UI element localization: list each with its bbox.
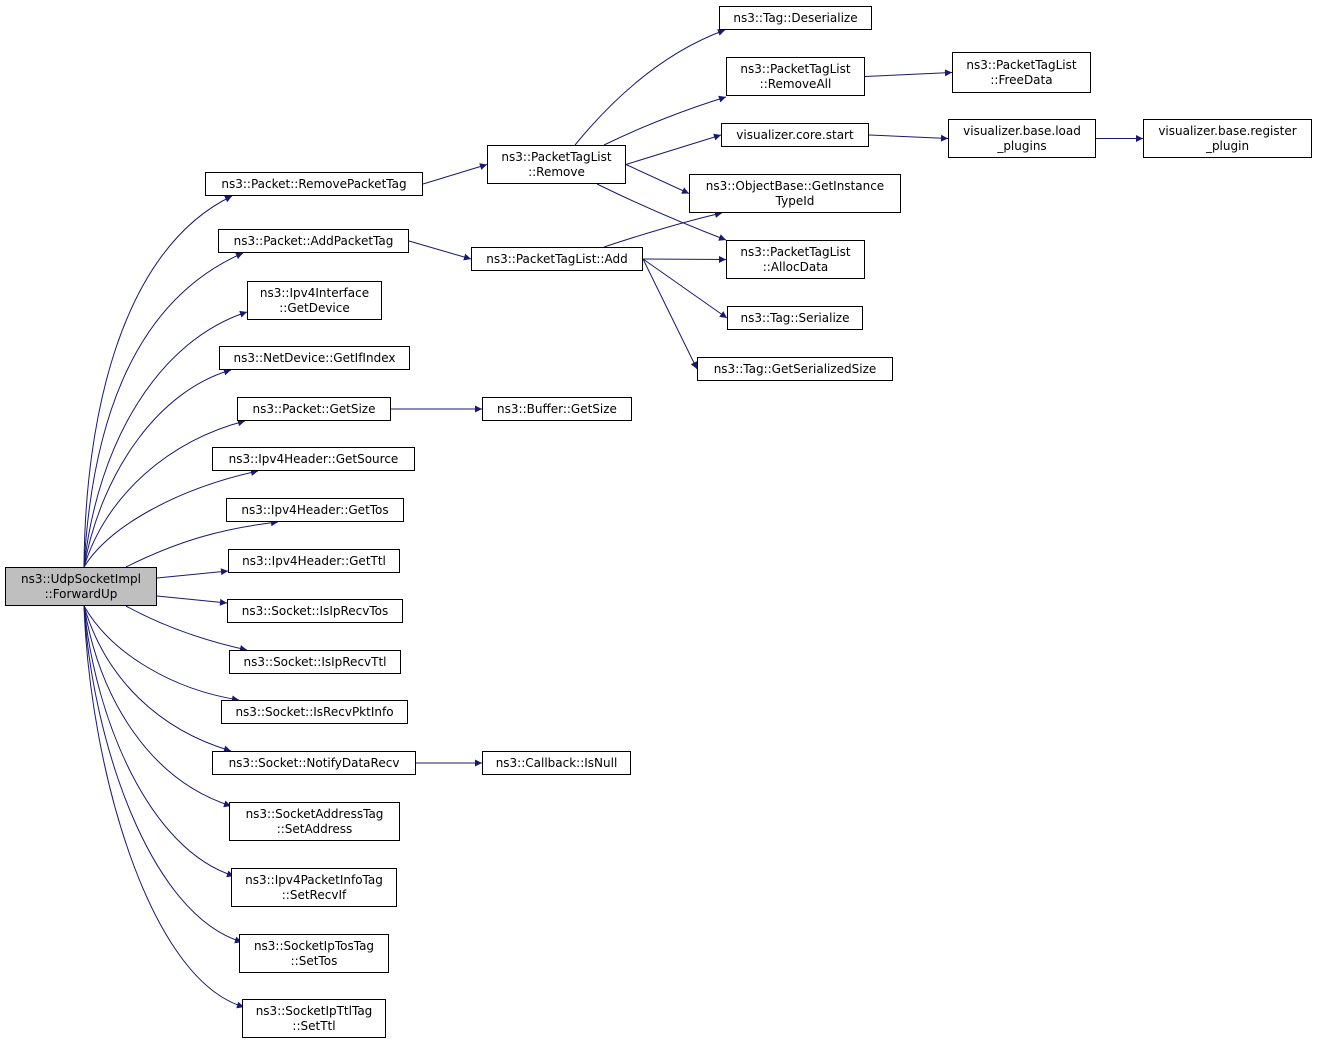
edge-root-to-packetGetSize [83, 419, 246, 568]
edge-root-to-getIfIndex [83, 368, 232, 568]
graph-node-vizLoadPlugins[interactable]: visualizer.base.load _plugins [948, 119, 1096, 158]
graph-node-ptlAdd[interactable]: ns3::PacketTagList::Add [471, 247, 643, 271]
graph-node-label: ns3::Callback::IsNull [495, 755, 618, 770]
graph-node-label: ns3::Buffer::GetSize [497, 401, 617, 416]
graph-node-tagSerialize[interactable]: ns3::Tag::Serialize [727, 306, 863, 330]
edge-ptlRemove-to-ptlAllocData [596, 183, 727, 241]
edge-root-to-setTtl [83, 605, 245, 1009]
graph-node-root: ns3::UdpSocketImpl ::ForwardUp [5, 567, 157, 606]
edge-root-to-setRecvIf [83, 605, 235, 878]
edge-root-to-getSource [83, 469, 259, 568]
edge-root-to-isIpRecvTtl [125, 605, 248, 652]
edge-root-to-isIpRecvTos [156, 595, 228, 606]
edge-addPacketTag-to-ptlAdd [408, 240, 472, 261]
edge-ptlAdd-to-tagGetSerializedSize [642, 258, 698, 370]
graph-node-removePacketTag[interactable]: ns3::Packet::RemovePacketTag [205, 172, 423, 196]
graph-node-label: ns3::UdpSocketImpl ::ForwardUp [21, 571, 141, 601]
graph-node-label: ns3::Packet::RemovePacketTag [221, 176, 407, 191]
edge-ptlAdd-to-tagSerialize [642, 258, 728, 319]
graph-node-label: ns3::Socket::IsIpRecvTtl [243, 654, 387, 669]
edge-ptlRemove-to-getInstanceTypeId [625, 164, 690, 194]
graph-node-label: ns3::SocketAddressTag ::SetAddress [245, 806, 384, 836]
edge-ptlRemove-to-ptlRemoveAll [603, 95, 727, 146]
edge-root-to-setAddress [83, 605, 232, 808]
graph-node-label: ns3::Socket::NotifyDataRecv [228, 755, 400, 770]
graph-node-getTos[interactable]: ns3::Ipv4Header::GetTos [226, 498, 404, 522]
graph-node-label: ns3::Ipv4Header::GetSource [228, 451, 399, 466]
graph-node-label: ns3::PacketTagList ::Remove [501, 149, 612, 179]
edge-root-to-ipv4IfGetDevice [83, 310, 248, 568]
graph-node-setTtl[interactable]: ns3::SocketIpTtlTag ::SetTtl [242, 999, 386, 1038]
graph-node-label: visualizer.base.load _plugins [963, 123, 1081, 153]
edge-root-to-removePacketTag [83, 195, 233, 568]
edge-root-to-setTos [83, 605, 243, 944]
graph-node-label: ns3::SocketIpTosTag ::SetTos [253, 938, 375, 968]
graph-node-ptlAllocData[interactable]: ns3::PacketTagList ::AllocData [726, 240, 865, 279]
graph-node-label: ns3::Packet::GetSize [252, 401, 376, 416]
graph-node-ptlRemove[interactable]: ns3::PacketTagList ::Remove [487, 145, 626, 184]
graph-node-setAddress[interactable]: ns3::SocketAddressTag ::SetAddress [229, 802, 400, 841]
edge-root-to-notifyDataRecv [83, 605, 232, 753]
graph-node-label: visualizer.core.start [736, 127, 854, 142]
edge-vizCoreStart-to-vizLoadPlugins [868, 134, 949, 142]
graph-node-label: ns3::Socket::IsRecvPktInfo [235, 704, 394, 719]
edge-root-to-getTos [125, 519, 279, 568]
edge-ptlAdd-to-getInstanceTypeId [603, 211, 723, 248]
edge-ptlRemoveAll-to-ptlFreeData [864, 69, 953, 77]
edge-ptlAdd-to-ptlAllocData [642, 255, 727, 263]
graph-node-label: ns3::SocketIpTtlTag ::SetTtl [255, 1003, 373, 1033]
graph-node-getInstanceTypeId[interactable]: ns3::ObjectBase::GetInstance TypeId [689, 174, 901, 213]
graph-node-label: ns3::Tag::Deserialize [733, 10, 858, 25]
graph-node-getTtl[interactable]: ns3::Ipv4Header::GetTtl [228, 549, 400, 573]
graph-node-addPacketTag[interactable]: ns3::Packet::AddPacketTag [218, 229, 409, 253]
graph-node-ptlFreeData[interactable]: ns3::PacketTagList ::FreeData [952, 52, 1091, 93]
graph-node-label: ns3::PacketTagList ::RemoveAll [740, 61, 851, 91]
edge-ptlRemove-to-vizCoreStart [625, 133, 722, 165]
graph-node-label: ns3::PacketTagList::Add [486, 251, 628, 266]
graph-node-label: ns3::Ipv4Interface ::GetDevice [259, 285, 370, 315]
graph-node-label: visualizer.base.register _plugin [1158, 123, 1297, 153]
graph-node-label: ns3::Ipv4PacketInfoTag ::SetRecvIf [245, 872, 383, 902]
edge-ptlRemove-to-tagDeserialize [574, 29, 726, 146]
graph-node-getIfIndex[interactable]: ns3::NetDevice::GetIfIndex [219, 346, 410, 370]
graph-node-isIpRecvTtl[interactable]: ns3::Socket::IsIpRecvTtl [229, 650, 401, 674]
edge-removePacketTag-to-ptlRemove [422, 163, 488, 185]
graph-node-setTos[interactable]: ns3::SocketIpTosTag ::SetTos [239, 934, 389, 973]
graph-node-label: ns3::Packet::AddPacketTag [233, 233, 394, 248]
edge-root-to-getTtl [156, 568, 229, 579]
graph-node-label: ns3::PacketTagList ::FreeData [966, 57, 1077, 87]
graph-node-callbackIsNull[interactable]: ns3::Callback::IsNull [482, 751, 631, 775]
graph-node-notifyDataRecv[interactable]: ns3::Socket::NotifyDataRecv [212, 751, 416, 775]
graph-node-setRecvIf[interactable]: ns3::Ipv4PacketInfoTag ::SetRecvIf [231, 868, 397, 907]
graph-node-label: ns3::Socket::IsIpRecvTos [241, 603, 389, 618]
graph-node-label: ns3::Tag::Serialize [740, 310, 850, 325]
edge-root-to-addPacketTag [83, 252, 244, 568]
graph-node-ipv4IfGetDevice[interactable]: ns3::Ipv4Interface ::GetDevice [247, 281, 382, 320]
graph-node-label: ns3::Tag::GetSerializedSize [713, 361, 877, 376]
graph-node-label: ns3::NetDevice::GetIfIndex [233, 350, 396, 365]
graph-node-tagGetSerializedSize[interactable]: ns3::Tag::GetSerializedSize [697, 357, 893, 381]
graph-node-vizRegisterPlugin[interactable]: visualizer.base.register _plugin [1143, 119, 1312, 158]
graph-node-label: ns3::Ipv4Header::GetTos [241, 502, 389, 517]
graph-node-getSource[interactable]: ns3::Ipv4Header::GetSource [212, 447, 415, 471]
graph-node-label: ns3::PacketTagList ::AllocData [740, 244, 851, 274]
graph-node-bufferGetSize[interactable]: ns3::Buffer::GetSize [482, 397, 632, 421]
graph-node-packetGetSize[interactable]: ns3::Packet::GetSize [237, 397, 391, 421]
graph-node-vizCoreStart[interactable]: visualizer.core.start [721, 123, 869, 147]
edge-root-to-isRecvPktInfo [83, 605, 240, 703]
graph-node-label: ns3::Ipv4Header::GetTtl [242, 553, 386, 568]
graph-node-tagDeserialize[interactable]: ns3::Tag::Deserialize [719, 6, 872, 30]
graph-node-isRecvPktInfo[interactable]: ns3::Socket::IsRecvPktInfo [221, 700, 408, 724]
graph-node-label: ns3::ObjectBase::GetInstance TypeId [705, 178, 885, 208]
graph-node-ptlRemoveAll[interactable]: ns3::PacketTagList ::RemoveAll [726, 57, 865, 96]
graph-node-isIpRecvTos[interactable]: ns3::Socket::IsIpRecvTos [227, 599, 403, 623]
